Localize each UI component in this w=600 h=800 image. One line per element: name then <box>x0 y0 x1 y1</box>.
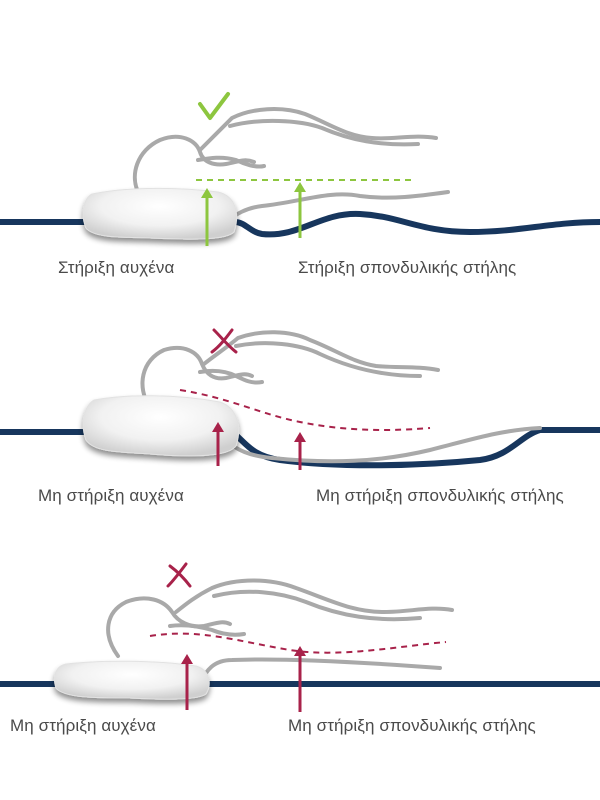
panel-no-support-flat: Μη στήριξη αυχένα Μη στήριξη σπονδυλικής… <box>0 530 600 800</box>
neck-support-arrow <box>181 654 193 710</box>
mattress <box>0 210 600 238</box>
panel-1-illustration <box>0 92 600 246</box>
spine-label: Στήριξη σπονδυλικής στήλης <box>298 258 517 277</box>
pillow <box>53 660 210 700</box>
spine-support-arrow <box>294 646 306 712</box>
neck-label: Μη στήριξη αυχένα <box>10 716 156 735</box>
mattress <box>0 427 600 469</box>
panel-3-illustration <box>0 562 600 712</box>
spine-label: Μη στήριξη σπονδυλικής στήλης <box>288 716 536 735</box>
neck-support-arrow <box>201 188 213 246</box>
body-outline <box>106 578 454 686</box>
spine-label: Μη στήριξη σπονδυλικής στήλης <box>316 486 564 505</box>
pillow <box>82 395 240 457</box>
neck-label: Στήριξη αυχένα <box>58 258 175 277</box>
spine-alignment-line <box>149 632 447 654</box>
body-outline <box>132 107 450 224</box>
panel-2-illustration <box>0 328 600 470</box>
cross-icon <box>210 328 238 354</box>
panel-no-support-sagging: Μη στήριξη αυχένα Μη στήριξη σπονδυλικής… <box>0 290 600 530</box>
cross-icon <box>166 562 192 588</box>
spine-support-arrow <box>294 432 306 470</box>
spine-alignment-line <box>179 389 431 431</box>
neck-label: Μη στήριξη αυχένα <box>38 486 184 505</box>
check-icon <box>198 92 230 120</box>
neck-support-arrow <box>212 422 224 466</box>
panel-correct-support: Στήριξη αυχένα Στήριξη σπονδυλικής στήλη… <box>0 0 600 290</box>
spine-support-arrow <box>294 182 306 238</box>
pillow <box>82 187 238 240</box>
